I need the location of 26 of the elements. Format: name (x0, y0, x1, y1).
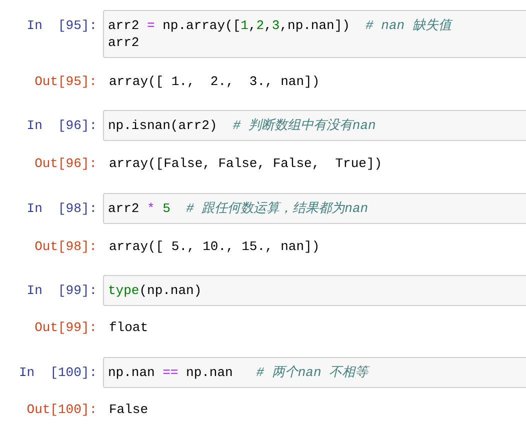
code-cell (103, 357, 526, 388)
output-prompt: Out[99]: (34, 319, 97, 336)
code-cell (103, 193, 526, 224)
output-text: array([ 5., 10., 15., nan]) (109, 238, 320, 255)
code-cell (103, 110, 526, 141)
code-line: arr2 (108, 34, 140, 51)
code-line: arr2 * 5 # 跟任何数运算，结果都为nan (108, 200, 370, 217)
code-line: arr2 = np.array([1,2,3,np.nan]) # nan 缺失值 (108, 17, 454, 34)
output-prompt: Out[100]: (26, 401, 97, 418)
code-line: np.nan == np.nan # 两个nan 不相等 (108, 364, 371, 381)
output-text: float (109, 319, 148, 336)
output-prompt: Out[98]: (34, 238, 97, 255)
output-text: array([ 1., 2., 3., nan]) (109, 73, 320, 90)
code-cell (103, 275, 526, 306)
input-prompt: In [96]: (26, 117, 97, 134)
code-cell (103, 10, 526, 58)
input-prompt: In [99]: (26, 282, 97, 299)
output-text: False (109, 401, 148, 418)
input-prompt: In [95]: (26, 17, 97, 34)
input-prompt: In [98]: (26, 200, 97, 217)
input-prompt: In [100]: (18, 364, 97, 381)
code-line: np.isnan(arr2) # 判断数组中有没有nan (108, 117, 377, 134)
output-prompt: Out[96]: (34, 155, 97, 172)
code-line: type(np.nan) (108, 282, 203, 299)
output-text: array([False, False, False, True]) (109, 155, 382, 172)
output-prompt: Out[95]: (34, 73, 97, 90)
